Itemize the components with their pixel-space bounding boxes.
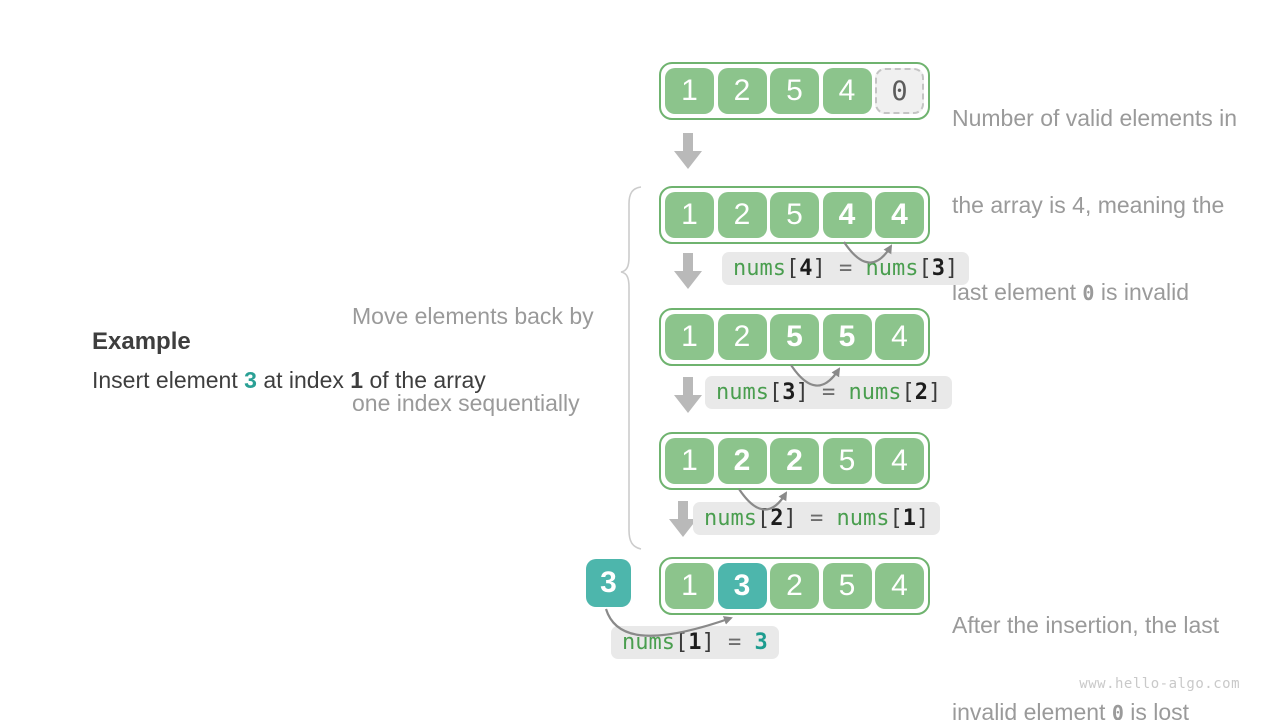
- insert-index-text: 1: [350, 367, 364, 393]
- array-cell: 5: [770, 192, 819, 238]
- array-cell-moved: 5: [770, 314, 819, 360]
- note-invalid-element: Number of valid elements in the array is…: [952, 46, 1237, 366]
- array-cell: 1: [665, 438, 714, 484]
- array-cell-moved: 5: [822, 314, 872, 360]
- note-line: After the insertion, the last: [952, 612, 1220, 638]
- note-line: Move elements back by: [352, 303, 594, 329]
- array-cell: 4: [822, 68, 872, 114]
- down-arrow-icon: [674, 133, 702, 169]
- array-cell: 1: [665, 314, 714, 360]
- array-cell: 5: [822, 438, 872, 484]
- array-cell-invalid: 0: [875, 68, 924, 114]
- array-cell-moved: 4: [822, 192, 872, 238]
- array-cell: 5: [770, 68, 819, 114]
- note-element-lost: After the insertion, the last invalid el…: [952, 553, 1219, 720]
- array-cell: 1: [665, 192, 714, 238]
- array-cell: 2: [717, 192, 767, 238]
- code-label-nums2: nums[2] = nums[1]: [693, 502, 941, 535]
- array-cell-moved: 2: [770, 438, 819, 484]
- array-cell: 1: [665, 68, 714, 114]
- down-arrow-icon: [669, 501, 697, 537]
- array-row-step3: 1 2 2 5 4: [659, 432, 930, 490]
- insert-value-text: 3: [244, 367, 257, 393]
- note-line: one index sequentially: [352, 390, 580, 416]
- array-cell: 5: [822, 563, 872, 609]
- note-line: last element 0 is invalid: [952, 279, 1190, 305]
- array-row-final: 1 3 2 5 4: [659, 557, 930, 615]
- example-description: Insert element 3 at index 1 of the array: [92, 367, 486, 393]
- note-line: invalid element 0 is lost: [952, 698, 1219, 720]
- watermark-url: www.hello-algo.com: [1079, 676, 1240, 692]
- array-cell: 4: [875, 563, 924, 609]
- down-arrow-icon: [674, 253, 702, 289]
- down-arrow-icon: [674, 377, 702, 413]
- array-row-step1: 1 2 5 4 4: [659, 186, 930, 244]
- array-cell: 2: [717, 68, 767, 114]
- array-cell: 2: [770, 563, 819, 609]
- array-cell: 4: [875, 438, 924, 484]
- array-cell: 1: [665, 563, 714, 609]
- example-title: Example: [92, 328, 191, 355]
- code-zero: 0: [1111, 701, 1124, 720]
- array-cell-moved: 4: [875, 192, 924, 238]
- array-cell: 4: [875, 314, 924, 360]
- note-line: the array is 4, meaning the: [952, 192, 1225, 218]
- note-line: Number of valid elements in: [952, 105, 1238, 131]
- array-row-initial: 1 2 5 4 0: [659, 62, 930, 120]
- code-zero: 0: [1082, 281, 1095, 305]
- inserted-value-box: 3: [586, 559, 631, 607]
- array-cell: 2: [717, 314, 767, 360]
- array-cell-moved: 2: [717, 438, 767, 484]
- code-label-nums3: nums[3] = nums[2]: [705, 376, 953, 409]
- code-label-nums1: nums[1] = 3: [611, 626, 779, 659]
- array-row-step2: 1 2 5 5 4: [659, 308, 930, 366]
- note-move-elements: Move elements back by one index sequenti…: [352, 244, 594, 476]
- code-label-nums4: nums[4] = nums[3]: [722, 252, 970, 285]
- array-cell-inserted: 3: [717, 563, 767, 609]
- group-brace: [620, 186, 642, 550]
